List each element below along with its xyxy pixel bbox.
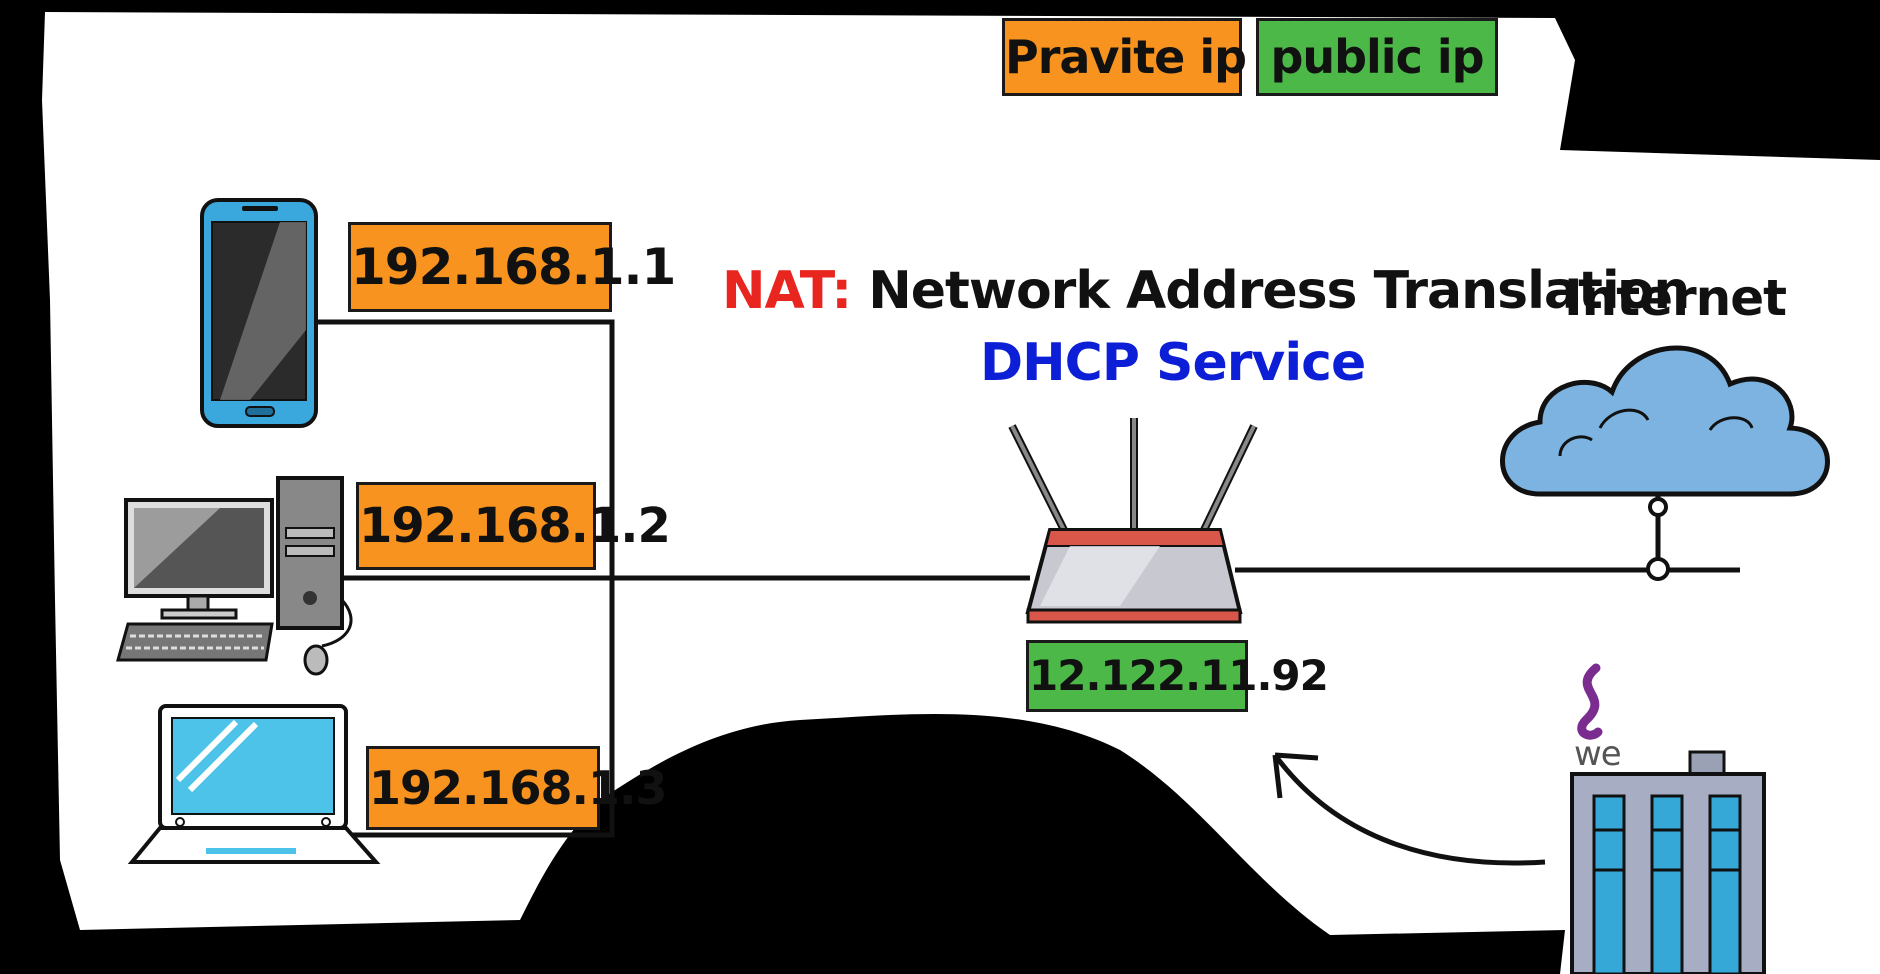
nat-prefix: NAT: bbox=[722, 261, 852, 321]
isp-logo-text: we bbox=[1574, 734, 1622, 774]
legend-private-ip: Pravite ip bbox=[1002, 18, 1247, 96]
nat-description: Network Address Translation bbox=[868, 261, 1690, 321]
dhcp-title: DHCP Service bbox=[980, 333, 1366, 393]
nat-title: NAT: Network Address Translation bbox=[722, 256, 1690, 326]
internet-node bbox=[1646, 557, 1670, 581]
legend-public-ip: public ip bbox=[1256, 18, 1498, 96]
arrow-icon bbox=[1272, 753, 1546, 866]
internet-label: Internet bbox=[1564, 269, 1787, 327]
